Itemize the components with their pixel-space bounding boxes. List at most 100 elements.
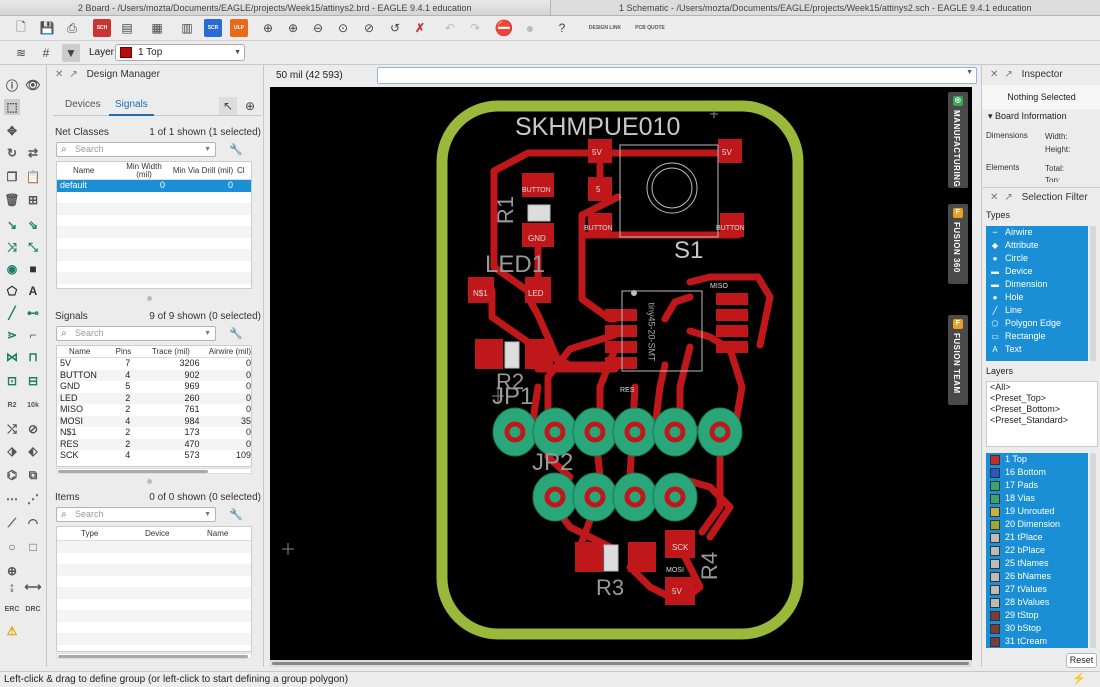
dimension-icon[interactable]: ↨ [9,580,15,594]
route-icon[interactable]: ↘ [6,218,18,232]
type-filter-item[interactable]: ●Circle [986,252,1088,265]
design-link-button[interactable]: DESIGN LINK [587,19,623,37]
run-ulp-button[interactable]: ULP [230,19,248,37]
ripup-icon[interactable]: ✗ [414,21,426,35]
name-icon[interactable]: ⋯ [6,492,18,506]
miter-icon[interactable]: ⌐ [29,328,37,342]
layer-filter-item[interactable]: 31 tCream [986,635,1088,648]
column-header[interactable]: Device [145,528,170,538]
column-header[interactable]: Name [69,346,91,356]
smash-icon[interactable]: ⤭ [7,421,17,436]
type-filter-item[interactable]: ╌Airwire [986,226,1088,239]
ratsnest-icon[interactable]: ⊡ [6,374,18,388]
undock-icon[interactable]: ↗ [1004,69,1013,80]
via-icon[interactable]: ◉ [6,262,18,276]
move-icon[interactable]: ✥ [6,124,18,138]
fanout-icon[interactable]: ⤨ [7,239,17,254]
attribute-icon[interactable]: ⊘ [27,422,39,436]
label-icon[interactable]: ⋰ [27,492,39,506]
layer-filter-item[interactable]: 20 Dimension [986,518,1088,531]
circle-icon[interactable]: ○ [8,540,16,554]
tab-fusion-360[interactable]: F FUSION 360 [948,204,968,284]
select-cursor-icon[interactable]: ↖ [219,97,237,115]
signals-scrollbar[interactable] [56,468,252,474]
layer-filter-item[interactable]: 27 tValues [986,583,1088,596]
close-icon[interactable]: ✕ [55,69,64,80]
optimize-icon[interactable]: ⋈ [6,350,18,364]
preset-item[interactable]: <Preset_Top> [990,393,1047,403]
arc-icon[interactable]: ◠ [27,516,39,530]
tab-fusion-team[interactable]: F FUSION TEAM [948,315,968,405]
paint-icon[interactable]: ⌬ [6,468,18,482]
zoom-redraw-icon[interactable]: ⊙ [337,21,349,35]
polygon-fill-icon[interactable]: ■ [29,262,37,276]
undock-icon[interactable]: ↗ [1004,192,1013,203]
close-icon[interactable]: ✕ [990,69,999,80]
type-filter-item[interactable]: ▬Dimension [986,278,1088,291]
library-icon[interactable]: ▦ [151,21,163,35]
tab-devices[interactable]: Devices [65,99,101,110]
measure-icon[interactable]: ⟷ [24,580,42,594]
save-icon[interactable]: 💾 [39,21,55,35]
go-icon[interactable]: ● [525,20,535,36]
cam-processor-icon[interactable]: ▤ [121,21,133,35]
signals-search-input[interactable]: Search▼ [56,326,216,341]
column-header[interactable]: Trace (mil) [151,346,190,356]
splitter-handle[interactable] [147,296,152,301]
text-icon[interactable]: A [28,284,38,298]
column-header[interactable]: Pins [115,346,132,356]
design-rules-icon[interactable]: ▥ [181,21,193,35]
info-icon[interactable]: ⓘ [5,78,18,93]
board-canvas[interactable]: SKHMPUE010 S1 LED1 R1 R2 R3 R4 JP1 JP2 t… [270,87,972,660]
type-filter-item[interactable]: ◆Attribute [986,239,1088,252]
layers-scrollbar[interactable] [1090,453,1096,648]
preset-item[interactable]: <Preset_Bottom> [990,404,1061,414]
hole-icon[interactable]: ⊕ [6,564,18,578]
schematic-window-title[interactable]: 1 Schematic - /Users/mozta/Documents/EAG… [549,0,1100,15]
column-header[interactable]: Name [73,165,95,175]
redo-arrow-icon[interactable]: ↷ [469,21,481,35]
add-icon[interactable]: ⊞ [27,193,39,207]
mirror-icon[interactable]: ⇄ [27,146,39,160]
pcb-quote-button[interactable]: PCB QUOTE [632,19,668,37]
preset-item[interactable]: <Preset_Standard> [990,415,1069,425]
wrench-icon[interactable]: 🔧 [229,144,243,156]
canvas-horizontal-scrollbar[interactable] [270,660,972,667]
wrench-icon[interactable]: 🔧 [229,328,243,340]
type-filter-item[interactable]: ▭Rectangle [986,330,1088,343]
change-icon[interactable]: ⬗ [7,444,17,458]
layer-filter-item[interactable]: 28 bValues [986,596,1088,609]
new-file-icon[interactable]: 🗋 [16,19,26,34]
replace-icon[interactable]: ⬖ [28,444,38,458]
line-icon[interactable]: ╱ [8,306,16,320]
type-filter-item[interactable]: ●Hole [986,291,1088,304]
layer-change-icon[interactable]: ⧉ [28,467,38,482]
column-header[interactable]: Type [81,528,99,538]
layer-filter-item[interactable]: 19 Unrouted [986,505,1088,518]
r2-icon[interactable]: R2 [7,401,17,409]
type-filter-item[interactable]: ╱Line [986,304,1088,317]
rectangle-icon[interactable]: □ [29,540,37,554]
layer-filter-item[interactable]: 18 Vias [986,492,1088,505]
help-icon[interactable]: ? [558,21,566,35]
delete-icon[interactable]: 🗑 [4,193,20,207]
rotate-icon[interactable]: ↻ [6,146,18,160]
undo-arrow-icon[interactable]: ↶ [444,21,456,35]
command-input[interactable]: ▼ [377,67,977,84]
layer-filter-item[interactable]: 1 Top [986,453,1088,466]
splitter-handle[interactable] [147,479,152,484]
polygon-icon[interactable]: ⬠ [6,284,18,298]
wrench-icon[interactable]: 🔧 [229,509,243,521]
layer-filter-item[interactable]: 26 bNames [986,570,1088,583]
column-header[interactable]: Min Via Drill (mil) [172,165,234,175]
net-classes-search-input[interactable]: Search▼ [56,142,216,157]
wire-icon[interactable]: ⟋ [7,515,17,530]
drc-icon[interactable]: DRC [25,605,41,613]
switch-to-schematic-button[interactable]: SCH [93,19,111,37]
layer-filter-item[interactable]: 16 Bottom [986,466,1088,479]
preset-item[interactable]: <All> [990,382,1011,392]
